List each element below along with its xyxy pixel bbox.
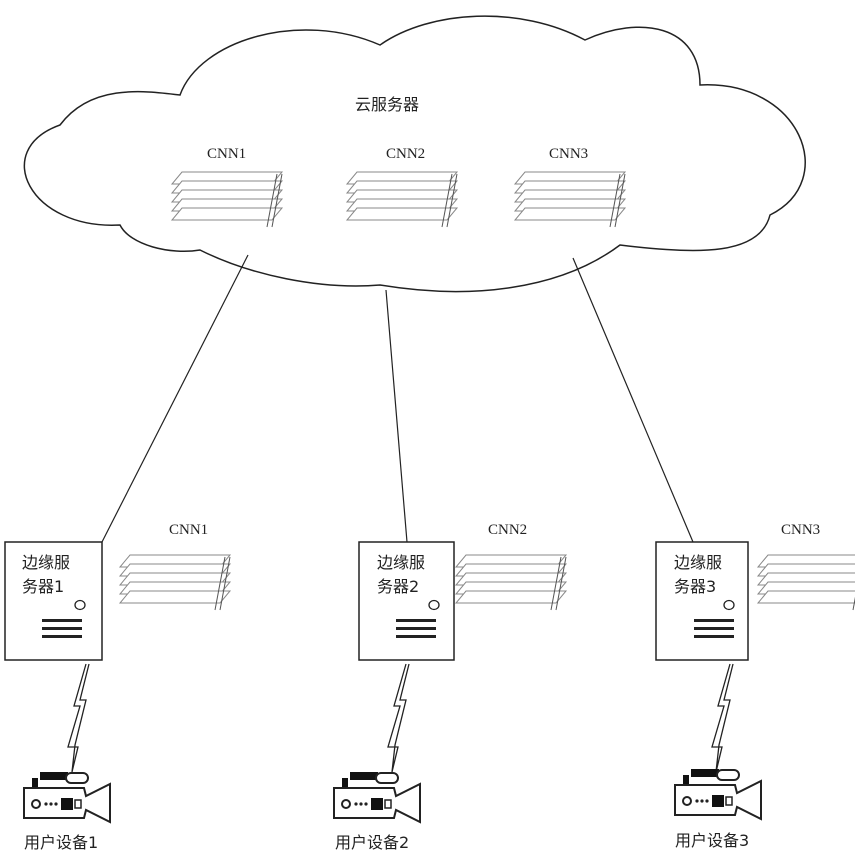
edge-server-1: 边缘服 务器1 <box>5 542 102 660</box>
edge-server-2-label-line2: 务器2 <box>377 577 419 596</box>
cloud-cnn-stack-2 <box>347 172 457 227</box>
edge-cnn-stack-1 <box>120 555 230 610</box>
edge-server-1-label-line1: 边缘服 <box>22 553 70 572</box>
cloud-cnn-stack-1 <box>172 172 282 227</box>
video-camera-icon <box>334 772 420 822</box>
link-cloud-edge-2 <box>386 290 407 542</box>
wireless-link-icon <box>712 664 733 772</box>
edge-server-3: 边缘服 务器3 <box>656 542 748 660</box>
cloud-cnn-label-2: CNN2 <box>386 146 425 162</box>
cloud-label: 云服务器 <box>355 95 419 114</box>
edge-cnn-label-3: CNN3 <box>781 522 820 538</box>
user-device-label-3: 用户设备3 <box>675 831 749 850</box>
link-cloud-edge-1 <box>102 255 248 542</box>
server-led-icon <box>75 601 85 610</box>
edge-server-2-label-line1: 边缘服 <box>377 553 425 572</box>
edge-server-1-label-line2: 务器1 <box>22 577 64 596</box>
server-led-icon <box>429 601 439 610</box>
user-device-label-2: 用户设备2 <box>335 833 409 852</box>
edge-server-3-label-line2: 务器3 <box>674 577 716 596</box>
wireless-link-icon <box>68 664 89 772</box>
cloud-cnn-label-3: CNN3 <box>549 146 588 162</box>
video-camera-icon <box>675 769 761 819</box>
cloud-cnn-stack-3 <box>515 172 625 227</box>
link-cloud-edge-3 <box>573 258 693 542</box>
edge-server-3-label-line1: 边缘服 <box>674 553 722 572</box>
edge-cnn-stack-2 <box>456 555 566 610</box>
cloud-cnn-label-1: CNN1 <box>207 146 246 162</box>
edge-cnn-label-1: CNN1 <box>169 522 208 538</box>
video-camera-icon <box>24 772 110 822</box>
edge-cnn-stack-3 <box>758 555 855 610</box>
server-led-icon <box>724 601 734 610</box>
wireless-link-icon <box>388 664 409 772</box>
user-device-label-1: 用户设备1 <box>24 833 98 852</box>
edge-cnn-label-2: CNN2 <box>488 522 527 538</box>
edge-server-2: 边缘服 务器2 <box>359 542 454 660</box>
